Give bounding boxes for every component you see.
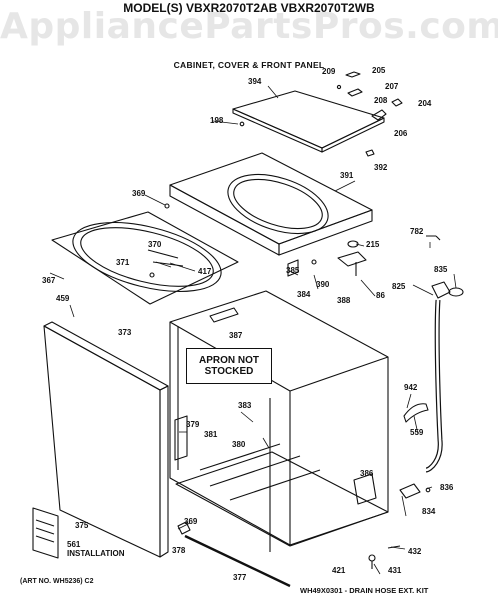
part-label: 432 xyxy=(408,547,422,556)
leader-lines xyxy=(49,85,457,575)
apron-line-1: APRON NOT xyxy=(199,355,259,366)
part-label: 836 xyxy=(440,483,454,492)
apron-not-stocked-box: APRON NOT STOCKED xyxy=(186,348,272,384)
part-label: 384 xyxy=(297,290,311,299)
part-label: 383 xyxy=(238,401,252,410)
tub-ring-367 xyxy=(51,203,239,305)
part-label: 380 xyxy=(232,440,246,449)
cover-391 xyxy=(169,152,373,256)
part-label: 367 xyxy=(42,276,56,285)
installation-label: 561 INSTALLATION xyxy=(67,540,124,558)
part-label: 207 xyxy=(385,82,399,91)
part-label: 369 xyxy=(132,189,146,198)
part-label: 381 xyxy=(204,430,218,439)
part-label: 835 xyxy=(434,265,448,274)
part-label: 215 xyxy=(366,240,380,249)
part-label: 377 xyxy=(233,573,247,582)
hinge-parts xyxy=(239,71,403,157)
part-label: 387 xyxy=(229,331,243,340)
drain-hose-kit-note: WH49X0301 - DRAIN HOSE EXT. KIT xyxy=(300,586,429,595)
part-label: 390 xyxy=(316,280,330,289)
installation-number: 561 xyxy=(67,540,81,549)
part-label: 208 xyxy=(374,96,388,105)
mount-parts xyxy=(287,240,367,277)
part-label: 379 xyxy=(186,420,200,429)
part-label: 369 xyxy=(184,517,198,526)
art-number: (ART NO. WH5236) C2 xyxy=(20,578,94,585)
part-label: 392 xyxy=(374,163,388,172)
part-label: 385 xyxy=(286,266,300,275)
part-label: 206 xyxy=(394,129,408,138)
part-label: 394 xyxy=(248,77,262,86)
cabinet xyxy=(169,290,389,552)
part-label: 378 xyxy=(172,546,186,555)
apron-line-2: STOCKED xyxy=(204,366,254,377)
part-label: 375 xyxy=(75,521,89,530)
front-panel-375 xyxy=(43,321,169,558)
base-rod-377 xyxy=(177,521,401,588)
part-label: 559 xyxy=(410,428,424,437)
part-label: 370 xyxy=(148,240,162,249)
part-label: 204 xyxy=(418,99,432,108)
part-label: 388 xyxy=(337,296,351,305)
part-label: 459 xyxy=(56,294,70,303)
part-label: 371 xyxy=(116,258,130,267)
part-label: 373 xyxy=(118,328,132,337)
part-label: 825 xyxy=(392,282,406,291)
part-label: 421 xyxy=(332,566,346,575)
lid-394 xyxy=(232,90,385,153)
part-label: 198 xyxy=(210,116,224,125)
part-label: 942 xyxy=(404,383,418,392)
part-label: 391 xyxy=(340,171,354,180)
drain-hose xyxy=(399,235,464,499)
model-title: MODEL(S) VBXR2070T2AB VBXR2070T2WB xyxy=(123,1,375,15)
watermark: AppliancePartsPros.com xyxy=(0,6,498,47)
part-label: 834 xyxy=(422,507,436,516)
part-label: 782 xyxy=(410,227,424,236)
diagram-subtitle: CABINET, COVER & FRONT PANEL xyxy=(173,60,325,70)
part-label: 86 xyxy=(376,291,385,300)
part-label: 205 xyxy=(372,66,386,75)
part-label: 417 xyxy=(198,267,212,276)
part-label: 386 xyxy=(360,469,374,478)
part-label: 209 xyxy=(322,67,336,76)
part-label: 431 xyxy=(388,566,402,575)
install-sheet xyxy=(32,507,59,559)
installation-text: INSTALLATION xyxy=(67,549,125,558)
